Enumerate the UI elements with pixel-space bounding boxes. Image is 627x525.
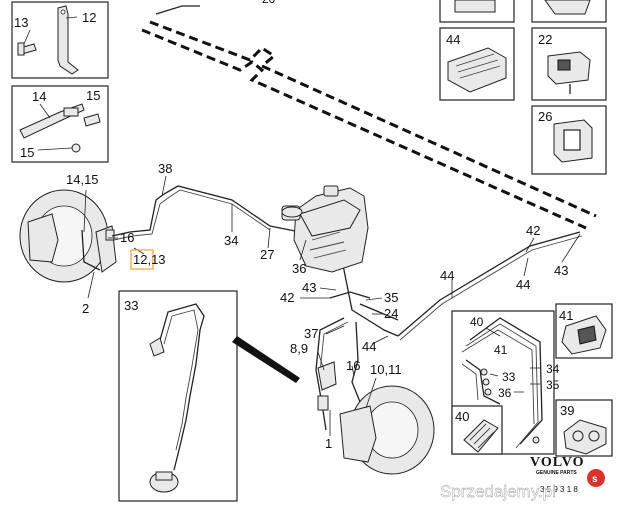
callout-15: 15 [86,88,100,103]
main-callouts: 38 14,15 16 12,13 34 27 36 2 43 42 35 24… [66,161,568,451]
inset-clip-39: 39 [555,399,613,457]
callout-15-lower: 15 [20,145,34,160]
callout-40: 40 [470,315,484,329]
inset-clip-26: 26 [531,105,607,175]
brand-subtitle: GENUINE PARTS [536,470,577,476]
document-number: 3 5 9 3 1 8 [540,485,578,494]
callout-34: 34 [224,233,238,248]
svg-text:s: s [592,474,598,485]
callout-24: 24 [384,306,398,321]
callout-44-mid: 44 [440,268,454,283]
inset-bracket-14-15: 14 15 15 [11,85,109,163]
callout-2: 2 [82,301,89,316]
inset-bracket-12-13: 13 12 [11,1,109,79]
callout-14: 14 [32,89,46,104]
watermark: s Sprzedajemy.pl [440,469,605,501]
callout-44-center: 44 [362,339,376,354]
callout-39: 39 [560,403,574,418]
callout-27: 27 [260,247,274,262]
inset-top-clip-a [439,0,515,23]
inset-clip-44: 44 [439,27,515,101]
brand-block: VOLVO GENUINE PARTS 3 5 9 3 1 8 [530,455,585,494]
callout-33-inset: 33 [502,370,516,384]
callout-41: 41 [494,343,508,357]
callout-12: 12 [82,10,96,25]
callout-40-box: 40 [455,409,469,424]
inset-clip-22: 22 [531,27,607,101]
callout-16: 16 [120,230,134,245]
callout-20: 20 [262,0,276,6]
callout-26: 26 [538,109,552,124]
callout-8-9: 8,9 [290,341,308,356]
callout-41-box: 41 [559,308,573,323]
watermark-text: Sprzedajemy.pl [440,482,556,501]
dashed-route: 20 [141,0,597,230]
callout-42-right: 42 [526,223,540,238]
callout-13: 13 [14,15,28,30]
callout-44-right: 44 [516,277,530,292]
callout-22: 22 [538,32,552,47]
callout-14-15: 14,15 [66,172,99,187]
callout-33: 33 [124,298,138,313]
callout-1: 1 [325,436,332,451]
brand-name: VOLVO [530,455,585,470]
callout-35: 35 [384,290,398,305]
callout-43-right: 43 [554,263,568,278]
callout-36: 36 [292,261,306,276]
main-brake-lines [111,185,583,431]
inset-clip-41: 41 [555,303,613,359]
callout-16-rear: 16 [346,358,360,373]
inset-distribution: 40 41 33 34 35 36 [451,310,560,455]
callout-12-13: 12,13 [133,252,166,267]
highlight-box-12-13 [130,249,154,270]
inset-top-clip-b [531,0,607,23]
front-left-brake [19,189,117,283]
callout-36-inset: 36 [498,386,512,400]
sprzedajemy-logo-icon [587,469,605,487]
callout-37: 37 [304,326,318,341]
inset-clip-40: 40 [451,405,503,455]
callout-35-inset: 35 [546,378,560,392]
rear-right-brake [317,361,435,475]
inset-hose-33: 33 [118,290,300,502]
callout-34-inset: 34 [546,362,560,376]
master-cylinder-icon [281,185,369,273]
callout-44-box: 44 [446,32,460,47]
leader-lines [83,175,581,436]
callout-42: 42 [280,290,294,305]
callout-38: 38 [158,161,172,176]
callout-10-11: 10,11 [370,362,402,377]
callout-43: 43 [302,280,316,295]
